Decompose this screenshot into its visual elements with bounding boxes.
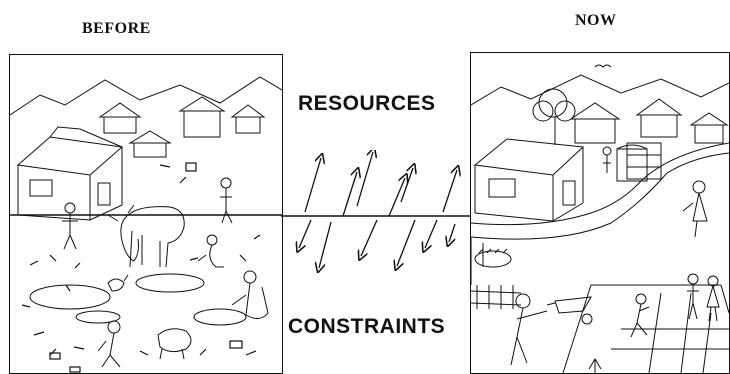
road <box>471 142 729 240</box>
resource-arrow <box>388 178 405 217</box>
constraint-arrow <box>319 221 332 268</box>
house <box>16 126 124 221</box>
resource-arrow <box>342 172 357 217</box>
garden <box>474 248 512 268</box>
now-illustration <box>470 52 730 374</box>
constraint-arrow <box>361 219 378 256</box>
bird <box>594 64 612 68</box>
wheelbarrow <box>546 296 593 325</box>
resource-arrow <box>304 158 321 213</box>
cow <box>107 204 185 268</box>
mountains <box>10 76 282 116</box>
fence <box>471 237 522 309</box>
resource-arrow <box>442 170 457 213</box>
before-heading: BEFORE <box>82 20 151 37</box>
puddles <box>29 273 247 326</box>
resource-arrow <box>400 168 413 203</box>
litter <box>21 162 261 373</box>
chicken <box>107 274 129 292</box>
hut-cluster <box>98 96 266 158</box>
house <box>473 138 585 222</box>
resources-label: RESOURCES <box>298 92 436 115</box>
constraint-arrow <box>449 223 456 242</box>
hut-cluster <box>569 98 729 182</box>
mountains <box>471 74 729 106</box>
tree <box>532 88 576 145</box>
resource-arrow <box>356 152 373 207</box>
constraint-arrow <box>397 219 416 266</box>
people <box>62 177 269 368</box>
pig <box>157 328 192 360</box>
paved-yard <box>562 284 729 373</box>
people <box>510 146 720 366</box>
resource-constraint-diagram <box>281 150 471 280</box>
constraint-arrow <box>299 219 312 248</box>
constraint-arrow <box>425 219 438 248</box>
before-illustration <box>9 54 283 374</box>
constraints-label: CONSTRAINTS <box>288 315 446 338</box>
plant <box>588 358 602 373</box>
now-heading: NOW <box>575 12 617 29</box>
water-tank <box>626 142 662 180</box>
